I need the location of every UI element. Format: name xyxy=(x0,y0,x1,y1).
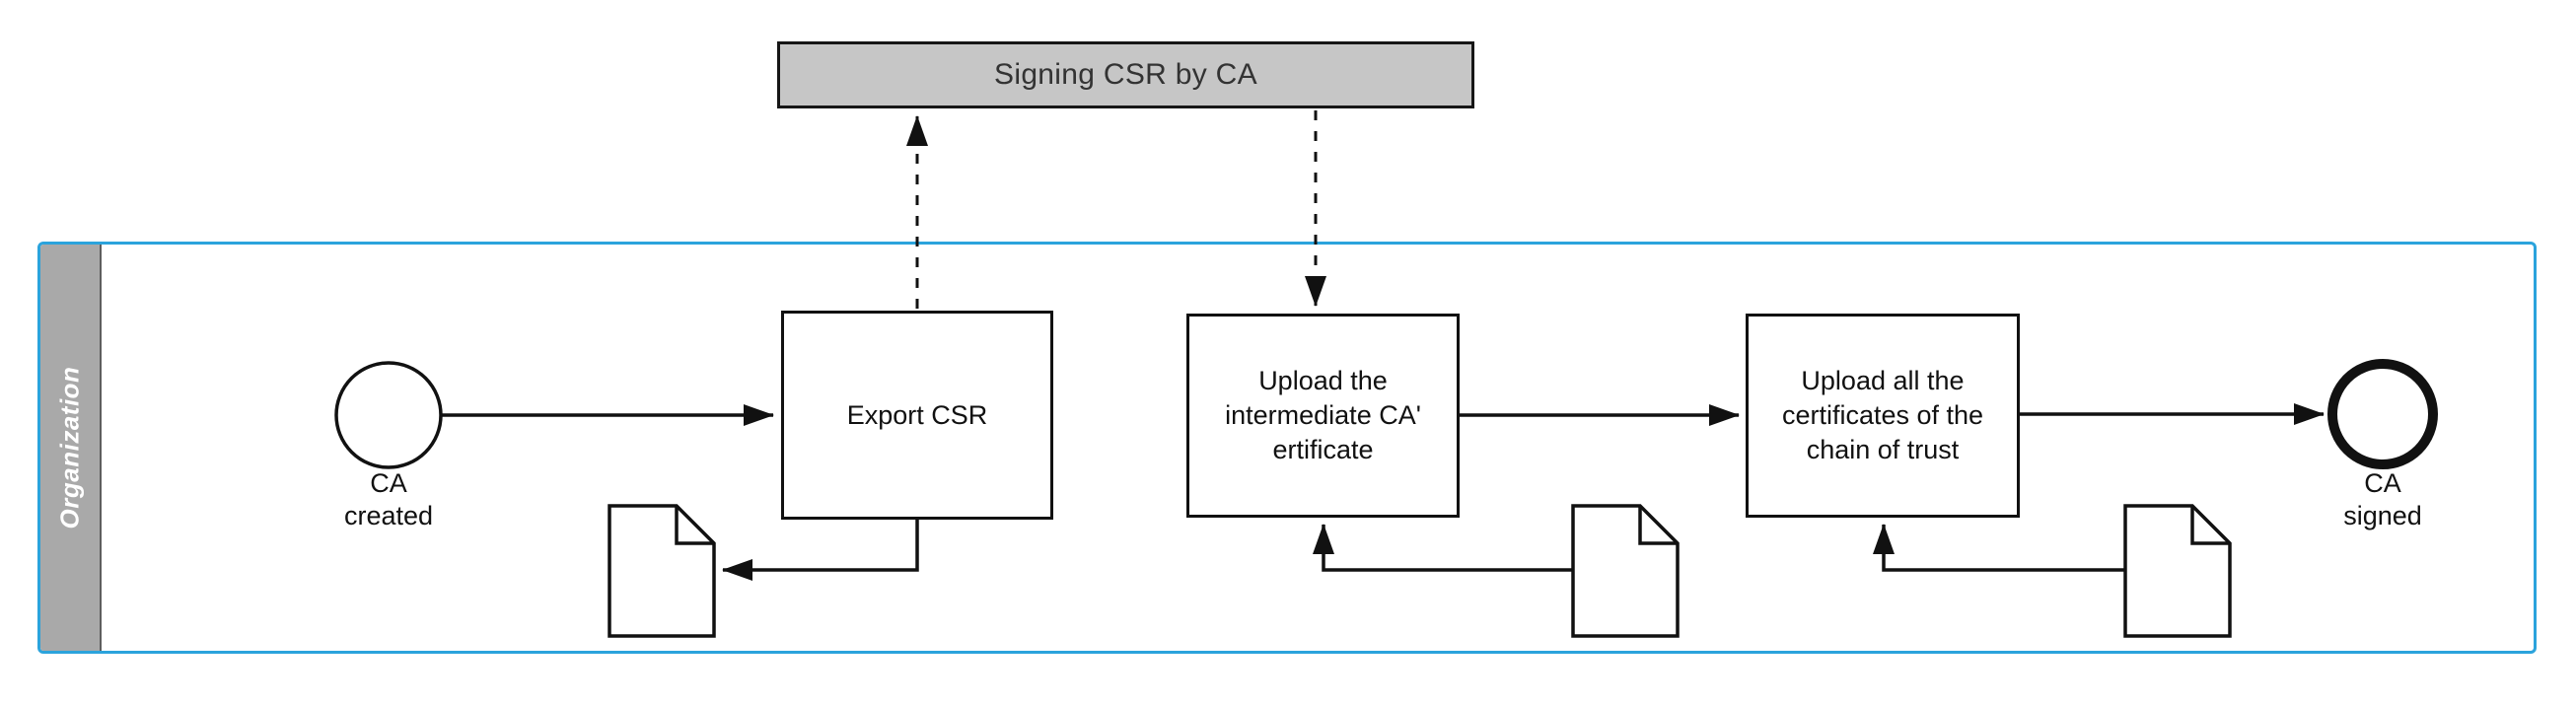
lane-header-band: Organization xyxy=(40,245,102,651)
external-task-label: Signing CSR by CA xyxy=(994,58,1257,91)
document-icon xyxy=(608,504,716,638)
association-document3-to-upload-chain xyxy=(1873,524,2125,572)
task-upload-chain-of-trust: Upload all the certificates of the chain… xyxy=(1746,314,2020,518)
external-task-signing-csr: Signing CSR by CA xyxy=(777,41,1474,108)
task-upload-chain-label: Upload all the certificates of the chain… xyxy=(1781,366,1984,464)
start-event-circle xyxy=(334,361,443,469)
task-export-csr: Export CSR xyxy=(781,311,1053,520)
start-event-label: CA created xyxy=(343,468,434,530)
task-export-csr-label: Export CSR xyxy=(846,399,988,430)
document-icon xyxy=(2123,504,2232,638)
association-document2-to-upload-intermediate xyxy=(1313,524,1573,572)
task-upload-intermediate-label: Upload the intermediate CA' ertificate xyxy=(1225,366,1421,464)
association-export-to-document1 xyxy=(722,520,919,581)
document-icon xyxy=(1571,504,1680,638)
end-event-circle xyxy=(2327,359,2438,469)
end-event-label: CA signed xyxy=(2343,468,2422,530)
task-upload-intermediate-certificate: Upload the intermediate CA' ertificate xyxy=(1186,314,1460,518)
